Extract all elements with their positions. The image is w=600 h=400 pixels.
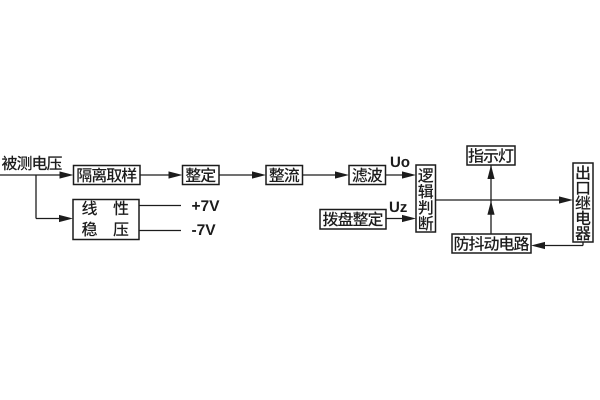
glyphs-input-voltage [1, 155, 62, 171]
arrow-into-linreg [59, 214, 73, 223]
arrow-into-setting [168, 171, 183, 179]
arrow-into-relay [559, 196, 573, 204]
arrow-into-indicator [487, 165, 495, 179]
arrow-uo-into-logic [402, 171, 416, 179]
glyphs-m7 [192, 224, 216, 235]
arrowheads [59, 165, 573, 250]
glyphs-uz [389, 201, 407, 213]
connector-wires [0, 165, 584, 247]
arrow-junction-up [487, 200, 495, 215]
glyphs-uo [390, 156, 410, 168]
arrow-into-rectifier [252, 171, 266, 179]
glyphs-p7 [192, 200, 220, 211]
arrow-uz-into-logic [402, 214, 416, 223]
arrow-into-filter [335, 171, 349, 179]
arrow-into-antijitter [531, 241, 545, 250]
arrow-into-isolation [59, 171, 74, 179]
